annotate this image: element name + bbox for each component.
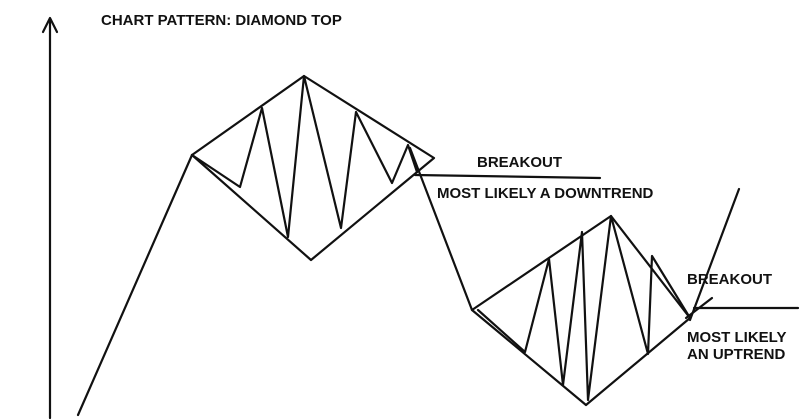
diamond-top-zigzag <box>190 74 419 239</box>
diagram-title: CHART PATTERN: DIAMOND TOP <box>101 12 342 29</box>
downtrend-breakout-line <box>408 146 474 312</box>
top-breakout-level <box>413 173 602 180</box>
diamond-bottom-zigzag <box>476 214 692 402</box>
uptrend-line <box>76 153 194 417</box>
diamond-top-outline <box>190 74 436 262</box>
top-outcome-label: MOST LIKELY A DOWNTREND <box>437 185 654 202</box>
bottom-breakout-label: BREAKOUT <box>687 271 772 288</box>
axis-arrow-icon <box>41 16 59 34</box>
bottom-outcome-line2: AN UPTREND <box>687 346 786 363</box>
bottom-outcome-line1: MOST LIKELY <box>687 329 786 346</box>
top-breakout-label: BREAKOUT <box>477 154 562 171</box>
uptrend-breakout-line <box>688 187 741 322</box>
